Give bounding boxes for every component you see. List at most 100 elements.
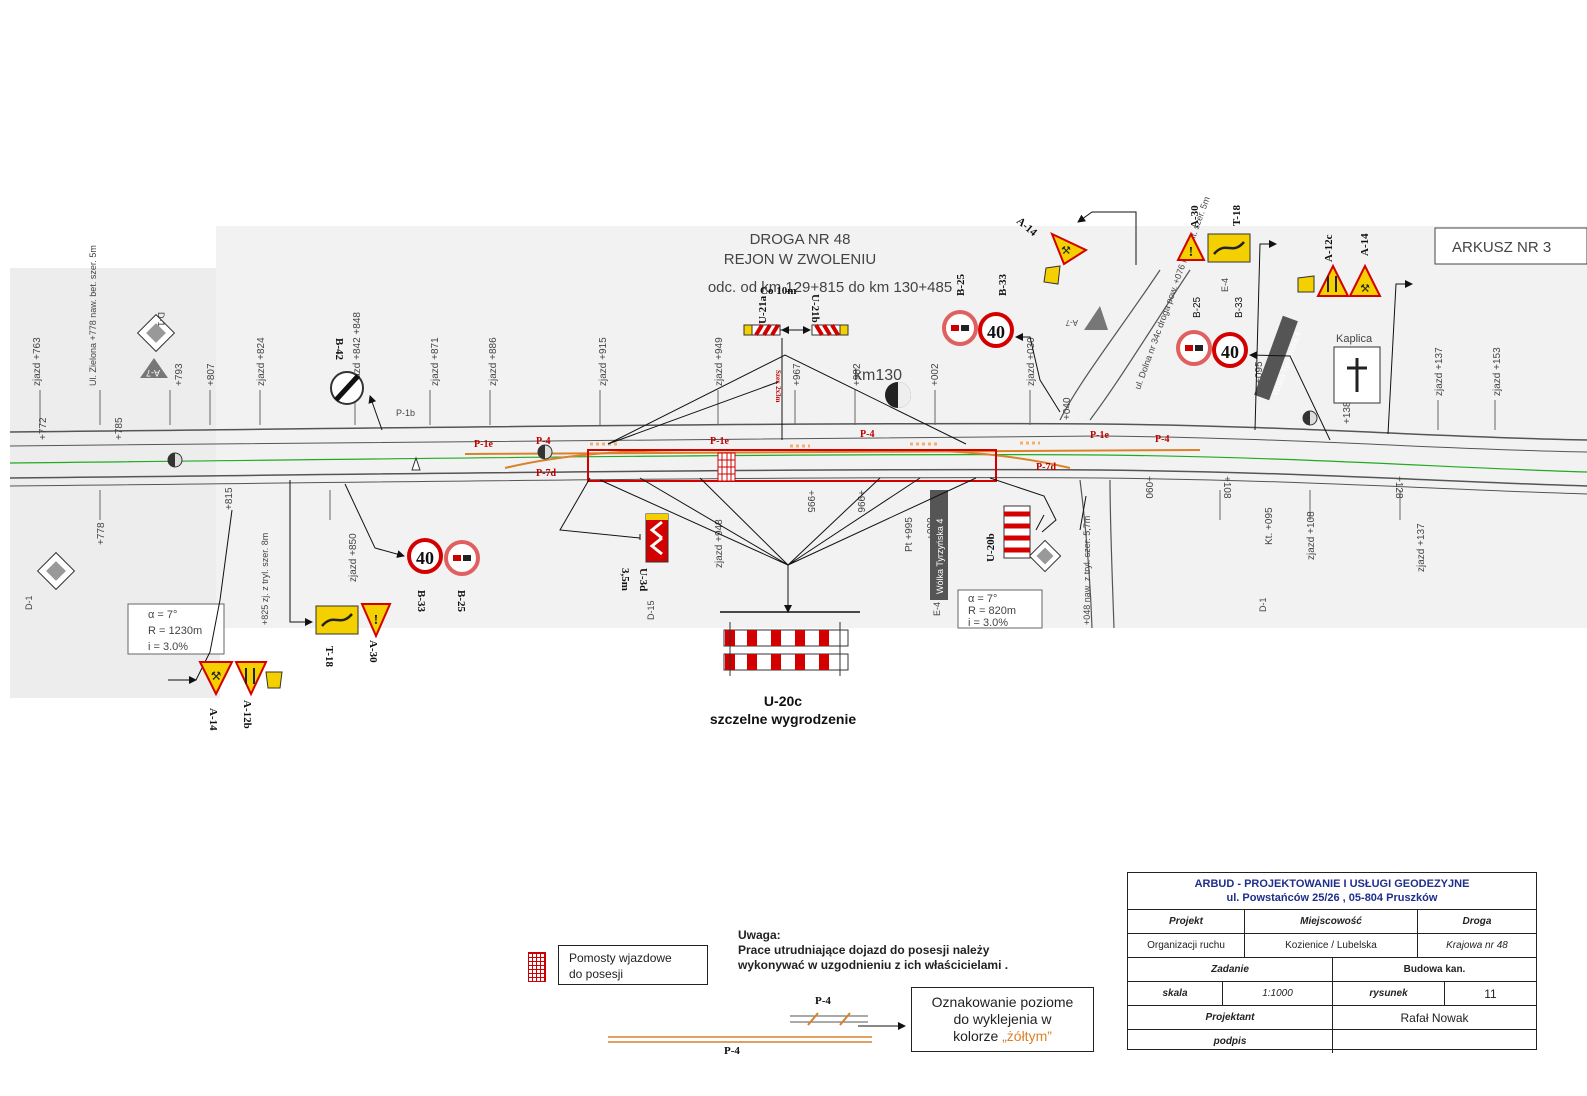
sign-code-label: A-12c bbox=[1323, 234, 1335, 262]
d1-sign-right-bottom bbox=[1028, 539, 1062, 573]
section-title: odc. od km 129+815 do km 130+485 bbox=[708, 279, 952, 296]
u20b-barrier bbox=[1003, 505, 1031, 559]
chainage-label: Ul. Zielona +778 naw. bet. szer. 5m bbox=[88, 245, 98, 386]
chapel-label: Kaplica bbox=[1336, 333, 1373, 345]
a7-triangle-sign bbox=[140, 358, 168, 378]
d1-sign-left-bottom bbox=[36, 551, 76, 591]
chainage-label: +815 bbox=[224, 487, 235, 510]
width-note: Szer. 2x3m bbox=[774, 370, 782, 403]
d1-label: D-1 bbox=[24, 595, 34, 610]
marking-legend-line-1: Oznakowanie poziome bbox=[931, 994, 1074, 1010]
header-zadanie: Zadanie bbox=[1128, 958, 1333, 981]
marking-legend-line-2: do wyklejenia w bbox=[953, 1011, 1052, 1027]
spacing-label: Co 10m bbox=[760, 285, 796, 297]
chainage-label: +785 bbox=[114, 417, 125, 440]
street-sign bbox=[930, 490, 948, 600]
curve-grade: i = 3.0% bbox=[148, 641, 188, 653]
chainage-label: +040 bbox=[1062, 397, 1073, 420]
marking-label: P-1e bbox=[1090, 430, 1109, 441]
svg-text:⚒: ⚒ bbox=[1360, 283, 1370, 295]
e4-label: E-4 bbox=[932, 602, 942, 616]
road-title: DROGA NR 48 bbox=[750, 231, 851, 248]
marking-label: P-1e bbox=[710, 436, 729, 447]
u21a-barrier bbox=[743, 323, 781, 337]
value-rysunek: 11 bbox=[1484, 986, 1497, 1001]
signal-lamp-icon bbox=[1297, 275, 1315, 293]
survey-point-icon bbox=[1302, 410, 1318, 426]
value-skala: 1:1000 bbox=[1223, 982, 1333, 1005]
value-droga: Krajowa nr 48 bbox=[1446, 940, 1508, 951]
sign-code-label: A-12b bbox=[241, 700, 253, 729]
sign-code-label: B-33 bbox=[1234, 296, 1245, 318]
note-line-1: Prace utrudniające dojazd do posesji nal… bbox=[738, 943, 990, 957]
speed-limit-value: 40 bbox=[987, 322, 1005, 342]
signal-lamp-icon bbox=[1043, 265, 1061, 285]
d1-sign-left-top bbox=[136, 313, 176, 353]
street-sign bbox=[1254, 315, 1298, 401]
chainage-label: Pt +995 bbox=[904, 517, 915, 552]
d1-label: D-1 bbox=[156, 312, 166, 327]
marking-legend-box: Oznakowanie poziome do wyklejenia w kolo… bbox=[911, 987, 1094, 1052]
sign-code-label: B-33 bbox=[997, 274, 1009, 297]
header-podpis: podpis bbox=[1128, 1030, 1333, 1053]
marking-legend-prefix: kolorze bbox=[953, 1028, 1003, 1044]
region-title: REJON W ZWOLENIU bbox=[724, 251, 877, 268]
sign-code-label: B-25 bbox=[955, 274, 967, 297]
chainage-label: zjazd +850 bbox=[348, 533, 359, 582]
chainage-label: +128 bbox=[1393, 476, 1404, 499]
svg-text:⚒: ⚒ bbox=[1061, 245, 1071, 257]
value-podpis bbox=[1333, 1030, 1536, 1053]
title-block: ARBUD - PROJEKTOWANIE I USŁUGI GEODEZYJN… bbox=[1127, 872, 1537, 1053]
chainage-labels-bottom: +778 +815 +825 zj. z tryl. szer. 8m zjaz… bbox=[96, 476, 1427, 625]
road-narrows-sign-left bbox=[234, 661, 268, 697]
chainage-label: +772 bbox=[38, 417, 49, 440]
survey-triangle-icon bbox=[411, 456, 421, 471]
sign-code-label: U-3d bbox=[637, 568, 649, 591]
chainage-label: +090 bbox=[1143, 476, 1154, 499]
signal-lamp-icon bbox=[265, 671, 283, 689]
sign-code-label: B-42 bbox=[333, 338, 345, 361]
chainage-label: zjazd +030 bbox=[1026, 337, 1037, 386]
e4-label: E-4 bbox=[1220, 278, 1230, 292]
curve-alpha: α = 7° bbox=[968, 593, 997, 605]
no-overtaking-sign-left bbox=[444, 540, 480, 576]
sign-code-label: A-30 bbox=[367, 640, 379, 663]
chainage-label: zjazd +137 bbox=[1434, 347, 1445, 396]
company-name: ARBUD - PROJEKTOWANIE I USŁUGI GEODEZYJN… bbox=[1194, 878, 1470, 890]
chainage-label: +996 bbox=[855, 490, 866, 513]
marking-label: P-1b bbox=[396, 408, 415, 418]
header-droga: Droga bbox=[1462, 916, 1492, 927]
marking-label: P-7d bbox=[536, 468, 556, 479]
speed-limit-value: 40 bbox=[416, 548, 434, 568]
a7-label: A-7 bbox=[146, 368, 160, 378]
no-overtaking-sign-right bbox=[942, 310, 978, 346]
d1-label: D-1 bbox=[1258, 597, 1268, 612]
callout-lines bbox=[168, 211, 1413, 684]
survey-point-icon bbox=[537, 444, 553, 460]
value-zadanie: Budowa kan. bbox=[1403, 964, 1466, 975]
chainage-label: +825 zj. z tryl. szer. 8m bbox=[260, 533, 270, 625]
no-overtaking-sign-far bbox=[1176, 330, 1212, 366]
curve-radius: R = 820m bbox=[968, 605, 1016, 617]
curve-direction-sign-right bbox=[1207, 233, 1251, 263]
curve-radius: R = 1230m bbox=[148, 625, 202, 637]
u20c-name: U-20c bbox=[764, 693, 802, 709]
chainage-ticks bbox=[39, 390, 1496, 520]
sheet-number: ARKUSZ NR 3 bbox=[1452, 239, 1551, 256]
a7-triangle-sign bbox=[1084, 306, 1108, 330]
sign-code-label: U-21a bbox=[757, 295, 769, 324]
curve-data-box bbox=[957, 589, 1043, 629]
title-block-header: ARBUD - PROJEKTOWANIE I USŁUGI GEODEZYJN… bbox=[1128, 873, 1536, 910]
centerline bbox=[9, 454, 1587, 473]
header-rysunek: rysunek bbox=[1333, 982, 1445, 1005]
roadworks-warning-sign-top: ⚒ bbox=[1050, 232, 1089, 266]
street-sign-label: Wólka Tyrzyńska 4 bbox=[935, 519, 945, 594]
sign-code-label: B-33 bbox=[415, 590, 427, 613]
other-danger-sign-left: ! bbox=[360, 603, 392, 639]
survey-point-icon bbox=[167, 452, 183, 468]
chainage-label: +807 bbox=[206, 363, 217, 386]
sign-code-label: A-14 bbox=[1359, 233, 1371, 256]
work-zone-outline bbox=[587, 449, 997, 482]
svg-text:!: ! bbox=[1189, 245, 1194, 260]
